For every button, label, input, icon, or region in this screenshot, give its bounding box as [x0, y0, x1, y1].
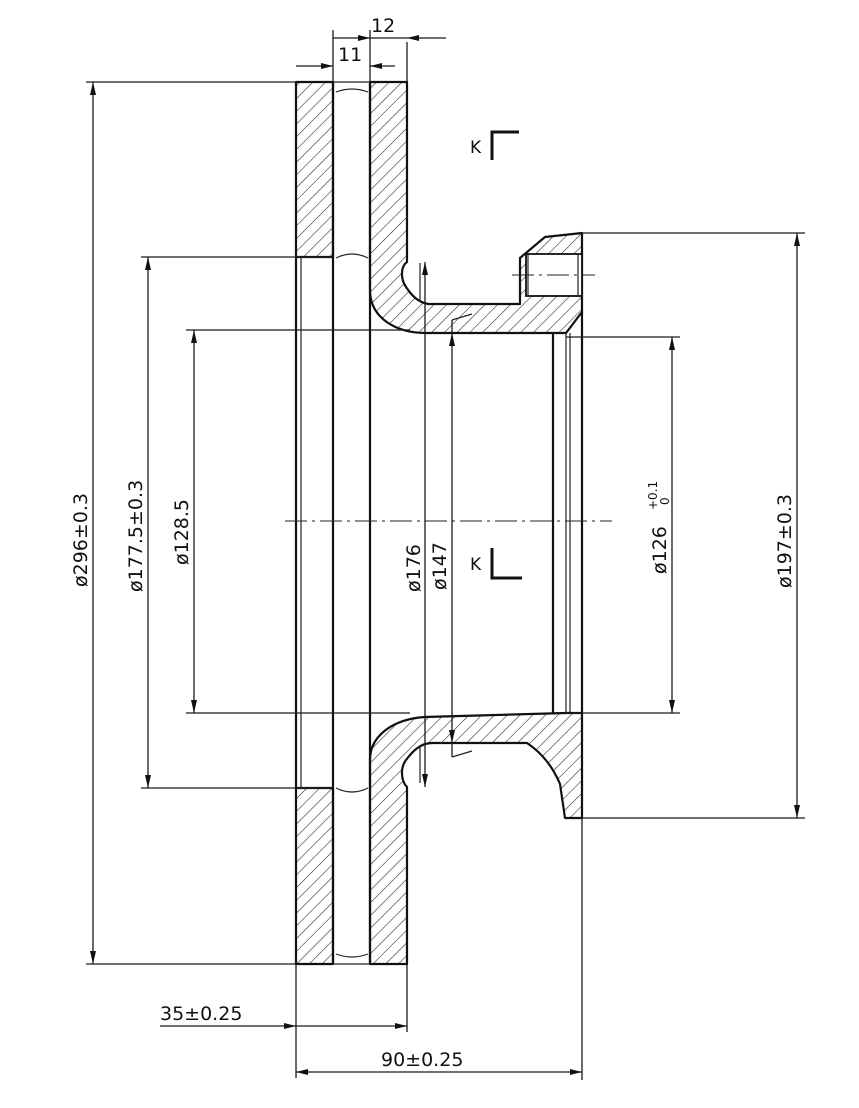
- dim-126-lower-tol: 0: [658, 497, 672, 505]
- bolt-hole: [512, 253, 595, 297]
- dim-126-upper-tol: +0.1: [646, 481, 660, 510]
- dim-176-label: ø176: [403, 544, 425, 592]
- svg-text:K: K: [470, 555, 482, 575]
- dim-90-label: 90±0.25: [381, 1049, 463, 1071]
- dim-11-label: 11: [338, 44, 362, 66]
- dim-126-label: ø126: [649, 526, 671, 574]
- outer-ring-lower-left: [294, 786, 335, 966]
- hat-section-lower: [368, 711, 584, 966]
- disc-section: [294, 80, 595, 966]
- svg-text:K: K: [470, 138, 482, 158]
- dim-12-label: 12: [371, 15, 395, 37]
- section-mark-middle: K: [470, 548, 522, 580]
- dim-35-label: 35±0.25: [160, 1003, 242, 1025]
- section-mark-top: K: [470, 130, 519, 160]
- dim-177-5-label: ø177.5±0.3: [125, 480, 147, 592]
- dim-296-label: ø296±0.3: [70, 493, 92, 587]
- dim-147-label: ø147: [429, 542, 451, 590]
- dim-197-label: ø197±0.3: [774, 494, 796, 588]
- dim-128-5-label: ø128.5: [171, 499, 193, 565]
- outer-ring-upper-left: [294, 80, 335, 259]
- dimensions: 12 11 ø296±0.3 ø177.5±0.3 ø128.5 ø176: [70, 15, 805, 1080]
